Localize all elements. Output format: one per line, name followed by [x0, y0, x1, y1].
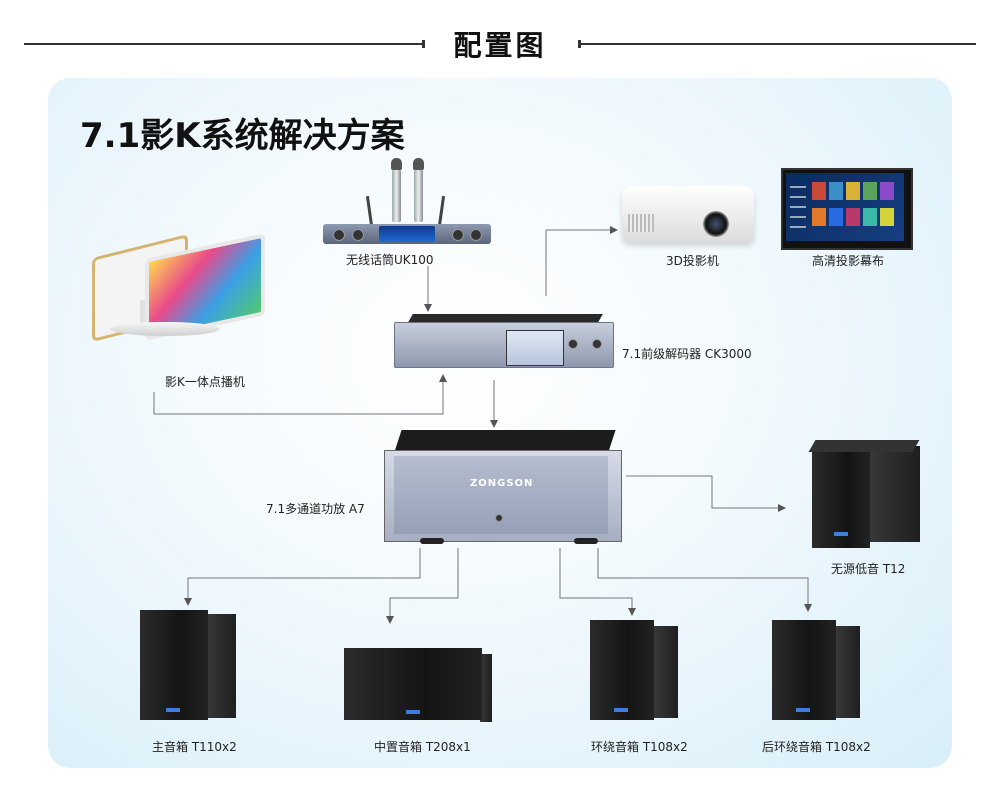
link-amp-to-rear-surround [597, 548, 812, 612]
center-speaker-label: 中置音箱 T208x1 [374, 740, 471, 754]
link-preamp-to-projector [545, 226, 618, 296]
surround-speaker-label: 环绕音箱 T108x2 [591, 740, 688, 754]
header-rule-left-cap [422, 40, 425, 48]
link-amp-to-subwoofer [626, 475, 786, 512]
header-rule-right-cap [578, 40, 581, 48]
projection-screen-label: 高清投影幕布 [812, 254, 885, 268]
link-amp-to-main [184, 548, 421, 606]
link-amp-to-surround [559, 548, 636, 616]
projector-label: 3D投影机 [666, 254, 719, 268]
link-kiosk-to-preamp [153, 374, 447, 415]
link-amp-to-center [386, 548, 459, 624]
header-rule-left [24, 43, 424, 45]
subwoofer-label: 无源低音 T12 [831, 562, 906, 576]
preamp-decoder-label: 7.1前级解码器 CK3000 [622, 347, 752, 361]
amplifier-label: 7.1多通道功放 A7 [266, 502, 365, 516]
amplifier-brand-logo: ZONGSON [470, 478, 534, 489]
main-speaker-label: 主音箱 T110x2 [152, 740, 237, 754]
karaoke-kiosk-label: 影K一体点播机 [165, 375, 245, 389]
wireless-mic-label: 无线话筒UK100 [346, 253, 434, 267]
rear-surround-speaker-label: 后环绕音箱 T108x2 [762, 740, 871, 754]
panel-title: 7.1影K系统解决方案 [80, 116, 405, 156]
page-title: 配置图 [453, 29, 547, 62]
header-rule-right [580, 43, 976, 45]
